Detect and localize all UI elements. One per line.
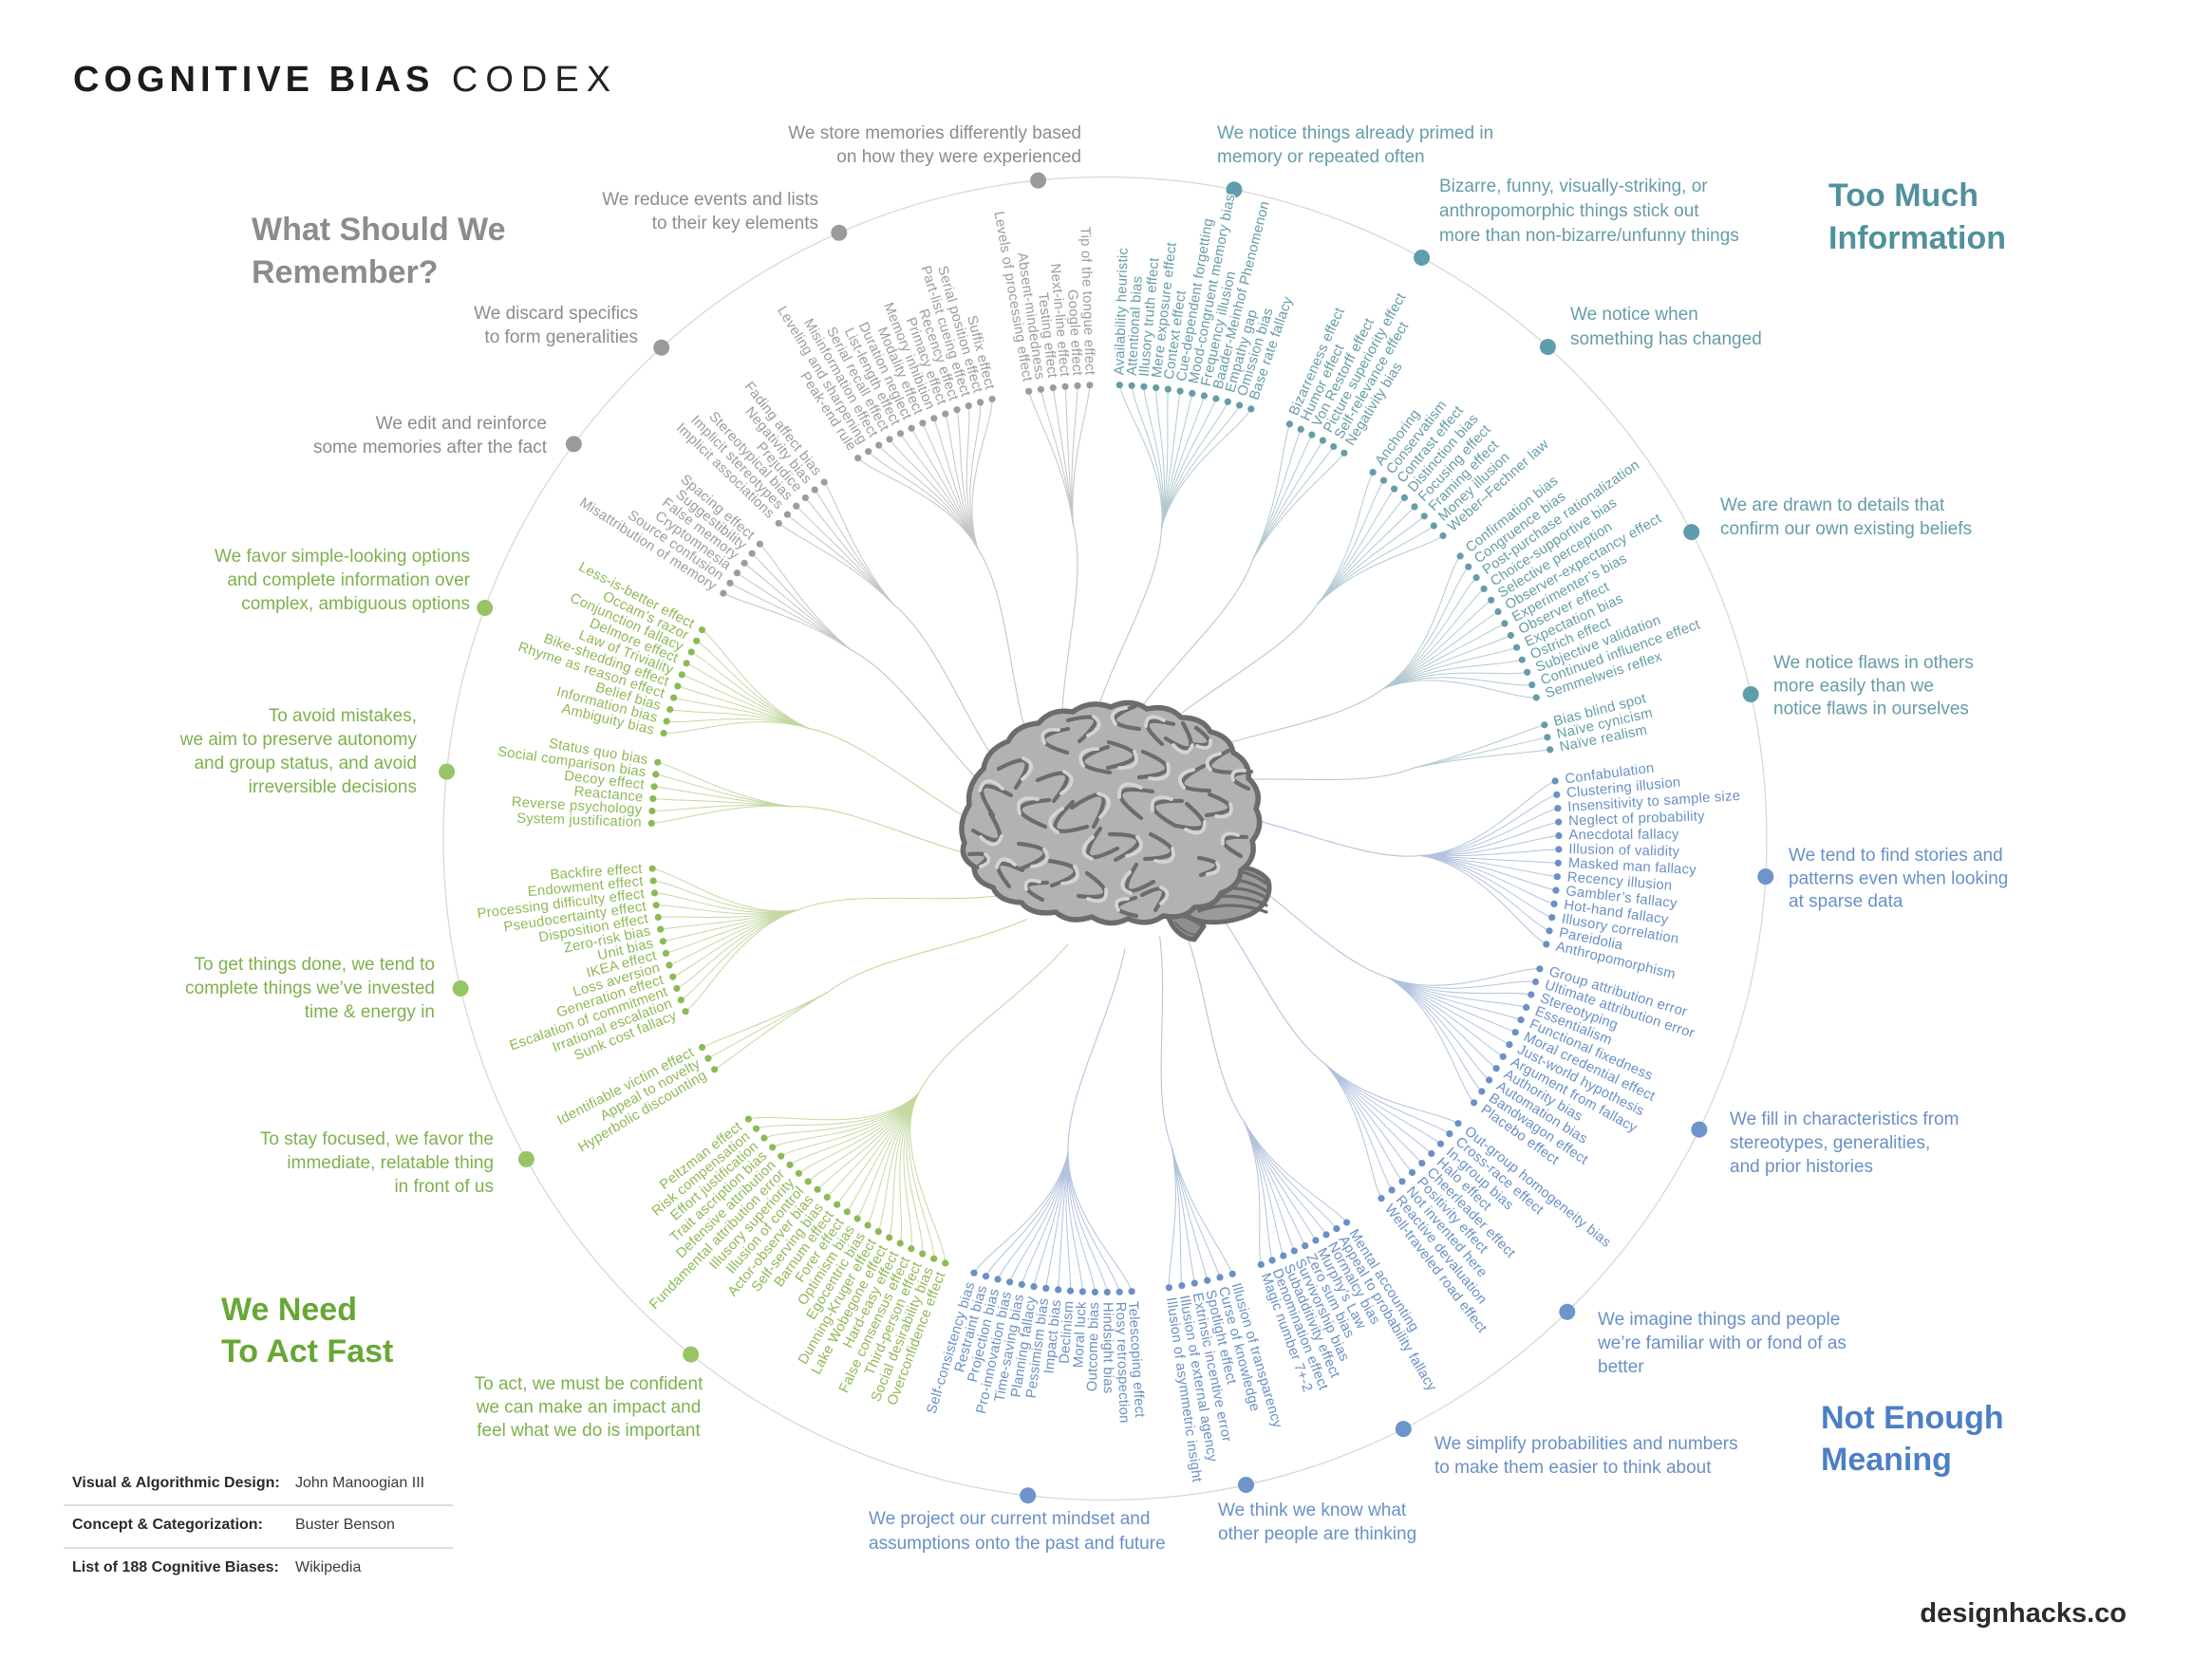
- svg-text:irreversible decisions: irreversible decisions: [249, 777, 417, 797]
- svg-text:We Need: We Need: [221, 1292, 357, 1328]
- svg-text:What Should We: What Should We: [252, 212, 506, 248]
- svg-text:We imagine things and people: We imagine things and people: [1598, 1310, 1840, 1330]
- svg-text:Anecdotal fallacy: Anecdotal fallacy: [1568, 828, 1679, 844]
- svg-text:List of 188 Cognitive Biases:: List of 188 Cognitive Biases:: [72, 1559, 279, 1575]
- svg-text:Remember?: Remember?: [252, 254, 439, 290]
- svg-text:better: better: [1598, 1357, 1644, 1377]
- svg-text:We simplify probabilities and: We simplify probabilities and numbers: [1434, 1434, 1738, 1454]
- svg-text:to form generalities: to form generalities: [484, 327, 638, 347]
- svg-text:we can make an impact and: we can make an impact and: [476, 1398, 702, 1418]
- svg-text:some memories after the fact: some memories after the fact: [313, 438, 548, 457]
- svg-text:assumptions onto the past and: assumptions onto the past and future: [869, 1534, 1166, 1554]
- svg-text:Illusion of validity: Illusion of validity: [1568, 842, 1680, 860]
- svg-text:at sparse data: at sparse data: [1789, 892, 1903, 912]
- svg-text:and prior histories: and prior histories: [1730, 1157, 1873, 1177]
- svg-text:To act, we must be confident: To act, we must be confident: [475, 1374, 704, 1394]
- svg-text:We notice flaws in others: We notice flaws in others: [1773, 653, 1974, 673]
- svg-text:anthropomorphic things stick o: anthropomorphic things stick out: [1439, 201, 1699, 221]
- svg-text:We project our current mindset: We project our current mindset and: [869, 1509, 1150, 1529]
- svg-text:Meaning: Meaning: [1821, 1442, 1952, 1478]
- svg-text:We tend to find stories and: We tend to find stories and: [1789, 846, 2003, 866]
- svg-text:designhacks.co: designhacks.co: [1920, 1598, 2127, 1629]
- svg-text:time & energy in: time & energy in: [305, 1002, 435, 1022]
- svg-text:memory or repeated often: memory or repeated often: [1217, 147, 1425, 167]
- svg-text:To Act Fast: To Act Fast: [221, 1333, 393, 1370]
- svg-text:Visual & Algorithmic Design:: Visual & Algorithmic Design:: [72, 1475, 280, 1491]
- svg-text:COGNITIVE BIAS CODEX: COGNITIVE BIAS CODEX: [73, 60, 618, 100]
- svg-text:Too Much: Too Much: [1828, 177, 1978, 214]
- svg-text:complex, ambiguous options: complex, ambiguous options: [241, 594, 470, 614]
- svg-text:Hindsight bias: Hindsight bias: [1099, 1302, 1115, 1394]
- svg-text:We edit and reinforce: We edit and reinforce: [376, 414, 547, 434]
- svg-text:and complete information over: and complete information over: [227, 570, 470, 590]
- svg-text:in front of us: in front of us: [394, 1177, 494, 1197]
- svg-text:and group status, and avoid: and group status, and avoid: [194, 754, 417, 774]
- svg-text:feel what we do is important: feel what we do is important: [477, 1421, 701, 1441]
- svg-text:We discard specifics: We discard specifics: [474, 304, 638, 324]
- svg-text:to their key elements: to their key elements: [652, 214, 818, 233]
- svg-text:Neglect of probability: Neglect of probability: [1568, 809, 1706, 829]
- svg-text:more easily than we: more easily than we: [1773, 676, 1934, 696]
- svg-text:more than non-bizarre/unfunny: more than non-bizarre/unfunny things: [1439, 226, 1739, 246]
- svg-text:Tip of the tongue effect: Tip of the tongue effect: [1077, 227, 1097, 376]
- svg-text:something has changed: something has changed: [1570, 329, 1762, 349]
- svg-text:Not Enough: Not Enough: [1821, 1400, 2004, 1436]
- svg-text:We favor simple-looking option: We favor simple-looking options: [215, 547, 470, 567]
- svg-text:Wikipedia: Wikipedia: [295, 1559, 361, 1575]
- svg-text:we aim to preserve autonomy: we aim to preserve autonomy: [179, 730, 418, 750]
- svg-text:Declinism: Declinism: [1058, 1300, 1078, 1364]
- svg-text:We notice things already prime: We notice things already primed in: [1217, 123, 1493, 143]
- svg-text:John Manoogian III: John Manoogian III: [295, 1475, 424, 1491]
- svg-text:other people are thinking: other people are thinking: [1218, 1524, 1416, 1544]
- svg-text:We fill in characteristics fro: We fill in characteristics from: [1730, 1109, 1959, 1129]
- svg-text:Information: Information: [1828, 220, 2006, 256]
- svg-text:Google effect: Google effect: [1064, 289, 1084, 377]
- svg-text:We notice when: We notice when: [1570, 305, 1698, 325]
- svg-text:notice flaws in ourselves: notice flaws in ourselves: [1773, 699, 1969, 719]
- svg-text:Moral luck: Moral luck: [1071, 1301, 1089, 1369]
- svg-text:confirm our own existing belie: confirm our own existing beliefs: [1720, 519, 1972, 539]
- svg-text:We store memories differently: We store memories differently based: [788, 123, 1081, 143]
- svg-text:Buster Benson: Buster Benson: [295, 1517, 395, 1533]
- svg-text:To get things done, we tend to: To get things done, we tend to: [194, 955, 435, 975]
- svg-text:To stay focused, we favor the: To stay focused, we favor the: [260, 1129, 494, 1149]
- svg-text:Rosy retrospection: Rosy retrospection: [1113, 1302, 1132, 1424]
- svg-text:complete things we’ve invested: complete things we’ve invested: [185, 979, 435, 998]
- svg-text:System justification: System justification: [516, 811, 642, 830]
- svg-text:on how they were experienced: on how they were experienced: [836, 147, 1081, 167]
- svg-text:stereotypes, generalities,: stereotypes, generalities,: [1730, 1133, 1930, 1153]
- svg-text:we’re familiar with or fond of: we’re familiar with or fond of as: [1597, 1333, 1846, 1353]
- svg-text:Bizarre, funny, visually-strik: Bizarre, funny, visually-striking, or: [1439, 177, 1708, 196]
- svg-text:immediate, relatable thing: immediate, relatable thing: [287, 1153, 494, 1173]
- svg-text:patterns even when looking: patterns even when looking: [1789, 868, 2008, 888]
- svg-text:We think we know what: We think we know what: [1218, 1501, 1407, 1520]
- svg-text:Outcome bias: Outcome bias: [1085, 1302, 1102, 1392]
- svg-text:Availability heuristic: Availability heuristic: [1113, 247, 1132, 375]
- svg-text:We are drawn to details that: We are drawn to details that: [1720, 495, 1945, 515]
- svg-text:To avoid mistakes,: To avoid mistakes,: [269, 706, 417, 726]
- svg-text:to make them easier to think a: to make them easier to think about: [1434, 1458, 1712, 1478]
- svg-text:Concept & Categorization:: Concept & Categorization:: [72, 1517, 263, 1533]
- svg-text:We reduce events and lists: We reduce events and lists: [602, 190, 818, 210]
